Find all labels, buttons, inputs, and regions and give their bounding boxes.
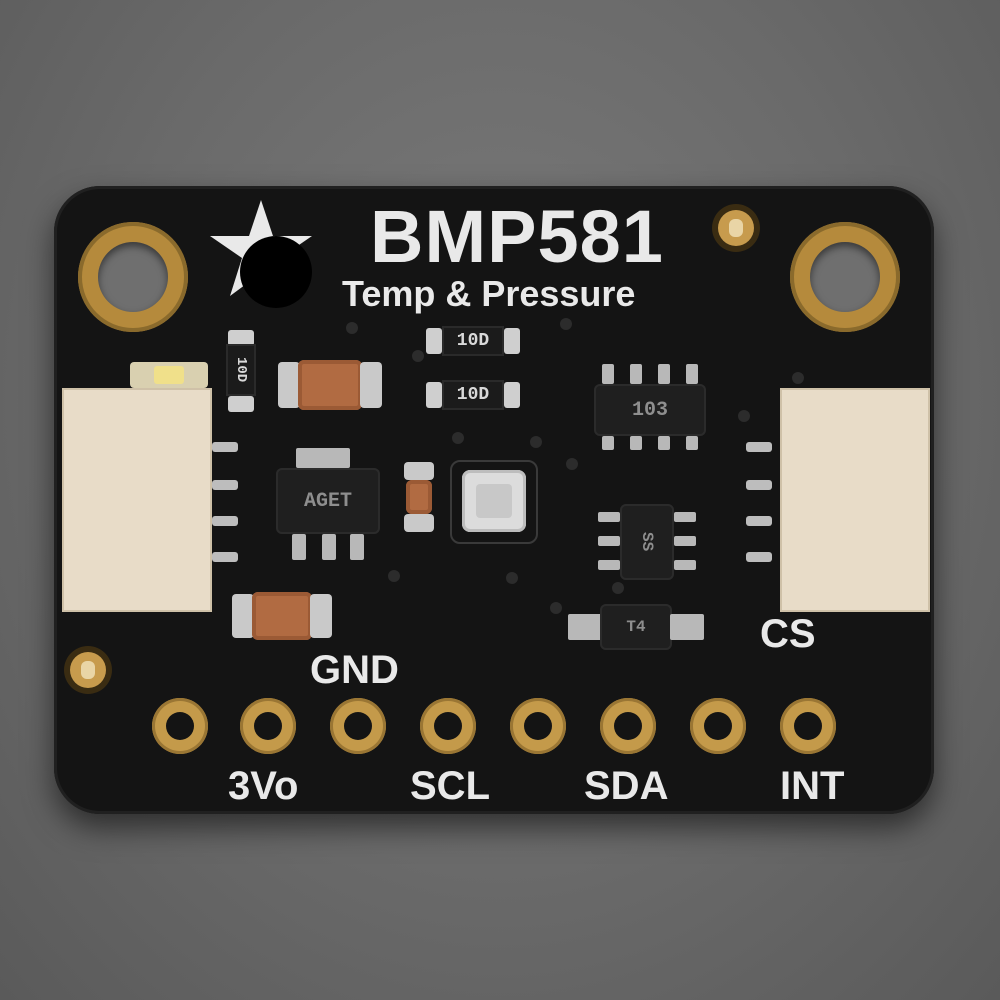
array-lead [686,364,698,384]
sensor-outline [450,460,538,544]
via [452,432,464,444]
pin-label-int: INT [780,764,845,808]
capacitor-top [298,360,362,410]
board-subtitle: Temp & Pressure [342,273,636,314]
pin-hole-6 [600,698,656,754]
connector-lead [212,442,238,452]
capacitor-small [406,480,432,514]
ic-lead [674,536,696,546]
ic-lead [598,512,620,522]
via [550,602,562,614]
regulator-tab [296,448,350,468]
bmp581-sensor [462,470,526,532]
pin-hole-1 [152,698,208,754]
connector-lead [746,516,772,526]
resistor-end [426,328,442,354]
resistor-end [504,382,520,408]
mounting-hole-top-right [790,222,900,332]
resistor-top-marking: 10D [456,331,490,351]
via [612,582,624,594]
pin-hole-4 [420,698,476,754]
via [566,458,578,470]
pin-label-sda: SDA [584,764,669,808]
black-dot-marker [240,236,312,308]
connector-lead [212,480,238,490]
power-led [130,362,208,388]
connector-lead [746,480,772,490]
array-lead [602,436,614,450]
mounting-hole-top-left [78,222,188,332]
diode-end [568,614,602,640]
diode-marking: T4 [626,618,646,636]
resistor-end [228,330,254,346]
diode-end [670,614,704,640]
array-lead [658,364,670,384]
array-lead [630,364,642,384]
via [530,436,542,448]
via [560,318,572,330]
via [792,372,804,384]
array-lead [602,364,614,384]
resistor-array: 103 [594,384,706,436]
pin-label-3vo: 3Vo [228,764,299,808]
regulator-lead [292,534,306,560]
via [412,350,424,362]
array-lead [658,436,670,450]
resistor-end [504,328,520,354]
pin-hole-8 [780,698,836,754]
resistor-end [426,382,442,408]
capacitor-end [404,514,434,532]
resistor-mid-marking: 10D [456,385,490,405]
capacitor-bottom [252,592,312,640]
via [738,410,750,422]
connector-lead [212,552,238,562]
connector-lead [746,552,772,562]
ic-lead [598,560,620,570]
capacitor-end [232,594,254,638]
stemma-connector-left [62,388,212,612]
pin-hole-7 [690,698,746,754]
array-lead [686,436,698,450]
stemma-connector-right [780,388,930,612]
regulator-marking: AGET [303,489,352,513]
resistor-array-marking: 103 [631,398,668,422]
resistor-top: 10D [442,326,504,356]
ic-lead [674,512,696,522]
regulator-lead [350,534,364,560]
fiducial-left [70,652,106,688]
level-shifter-marking: SS [638,532,656,552]
pin-label-scl: SCL [410,764,490,808]
resistor-left-marking: 10D [233,357,249,383]
via [506,572,518,584]
resistor-left: 10D [226,344,256,396]
ic-lead [674,560,696,570]
capacitor-end [360,362,382,408]
capacitor-end [404,462,434,480]
pin-hole-3 [330,698,386,754]
level-shifter-ic: SS [620,504,674,580]
capacitor-end [278,362,300,408]
pin-hole-2 [240,698,296,754]
ic-lead [598,536,620,546]
resistor-mid: 10D [442,380,504,410]
regulator-lead [322,534,336,560]
capacitor-end [310,594,332,638]
via [388,570,400,582]
connector-label: CS [760,612,816,656]
board-title: BMP581 [370,195,664,278]
array-lead [630,436,642,450]
voltage-regulator: AGET [276,468,380,534]
connector-lead [212,516,238,526]
fiducial-top [718,210,754,246]
via [346,322,358,334]
pin-hole-5 [510,698,566,754]
pin-label-gnd: GND [310,648,399,692]
connector-lead [746,442,772,452]
diode: T4 [600,604,672,650]
resistor-end [228,396,254,412]
